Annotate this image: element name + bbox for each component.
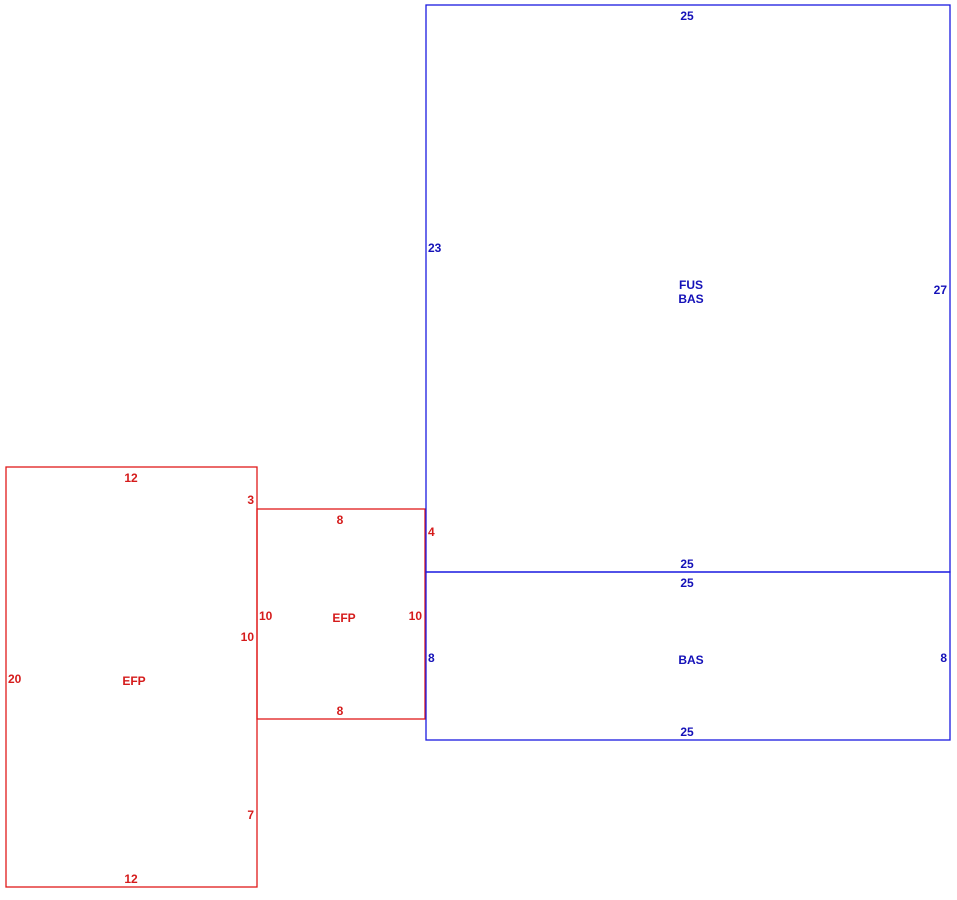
mid-efp-bottom-dim: 8 — [337, 704, 344, 718]
lower-main-left-dim: 8 — [428, 651, 435, 665]
upper-main-top-dim: 25 — [680, 9, 694, 23]
lower-main-top-dim: 25 — [680, 576, 694, 590]
left-efp-right-lower-dim: 7 — [247, 808, 254, 822]
mid-efp-left-dim: 10 — [259, 609, 273, 623]
left-efp-label: EFP — [122, 674, 145, 688]
lower-main-right-dim: 8 — [940, 651, 947, 665]
lower-main-area: BAS 25 25 8 8 — [425, 571, 951, 741]
left-efp-area: EFP 12 12 20 3 10 7 — [5, 466, 258, 888]
lower-main-label: BAS — [678, 653, 703, 667]
mid-efp-top-dim: 8 — [337, 513, 344, 527]
lower-main-outline — [425, 571, 951, 741]
left-efp-top-dim: 12 — [124, 471, 138, 485]
left-efp-right-upper-dim: 3 — [247, 493, 254, 507]
upper-main-label-line2: BAS — [678, 292, 703, 306]
left-efp-right-mid-dim: 10 — [241, 630, 255, 644]
mid-efp-label: EFP — [332, 611, 355, 625]
left-efp-bottom-dim: 12 — [124, 872, 138, 886]
upper-main-bottom-dim: 25 — [680, 557, 694, 571]
left-efp-left-dim: 20 — [8, 672, 22, 686]
upper-main-left-lower-dim: 4 — [428, 525, 435, 539]
upper-main-right-dim: 27 — [934, 283, 948, 297]
upper-main-area: FUS BAS 25 25 23 4 27 — [425, 4, 951, 573]
mid-efp-right-dim: 10 — [409, 609, 423, 623]
upper-main-left-upper-dim: 23 — [428, 241, 442, 255]
mid-efp-area: EFP 8 8 10 10 — [256, 508, 426, 720]
mid-efp-outline — [256, 508, 426, 720]
upper-main-label-line1: FUS — [679, 278, 703, 292]
lower-main-bottom-dim: 25 — [680, 725, 694, 739]
